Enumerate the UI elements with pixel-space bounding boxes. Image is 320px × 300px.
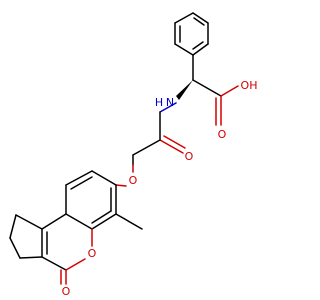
bond (132, 139, 161, 156)
bond (115, 213, 143, 230)
bond (65, 258, 86, 271)
acid-carbonyl-oxygen-label: O (218, 128, 227, 141)
bond (70, 176, 93, 190)
stereo-wedge (176, 80, 193, 100)
bond (41, 256, 67, 271)
bond (193, 17, 205, 26)
bond (65, 170, 93, 186)
bond (220, 85, 239, 97)
lactone-carbonyl-oxygen-label: O (62, 285, 71, 298)
bond (41, 213, 67, 230)
phenyl-ring (174, 12, 209, 56)
bond (91, 210, 112, 224)
nitrogen-atom-label: N (166, 96, 174, 109)
lactone-ring (41, 213, 93, 285)
bond (192, 12, 209, 24)
bond (192, 43, 209, 56)
amide-group (115, 111, 186, 187)
bond (91, 213, 117, 230)
bond (192, 79, 222, 97)
bond (9, 237, 21, 259)
alpha-carbon-group (159, 54, 239, 126)
hydroxyl-label: OH (241, 79, 258, 92)
amide-carbonyl-oxygen-label: O (185, 150, 194, 163)
cyclopentane-ring (9, 214, 43, 259)
bond (91, 170, 117, 186)
nitrogen-hydrogen-label: H (155, 96, 163, 109)
bond (15, 214, 43, 230)
bond (115, 184, 127, 187)
bond (159, 102, 177, 113)
bond (9, 214, 17, 239)
bond (174, 12, 194, 24)
benzene-ring-coumarin (65, 170, 143, 230)
bond (159, 139, 184, 154)
bond (192, 41, 204, 50)
ring-oxygen-label: O (88, 247, 97, 260)
bond (65, 213, 93, 230)
bond (19, 256, 43, 259)
bond (163, 135, 186, 149)
ether-oxygen-label: O (129, 174, 138, 187)
molecule-structure-diagram: N H OH O O O O O (9, 12, 258, 298)
bond (174, 43, 194, 56)
